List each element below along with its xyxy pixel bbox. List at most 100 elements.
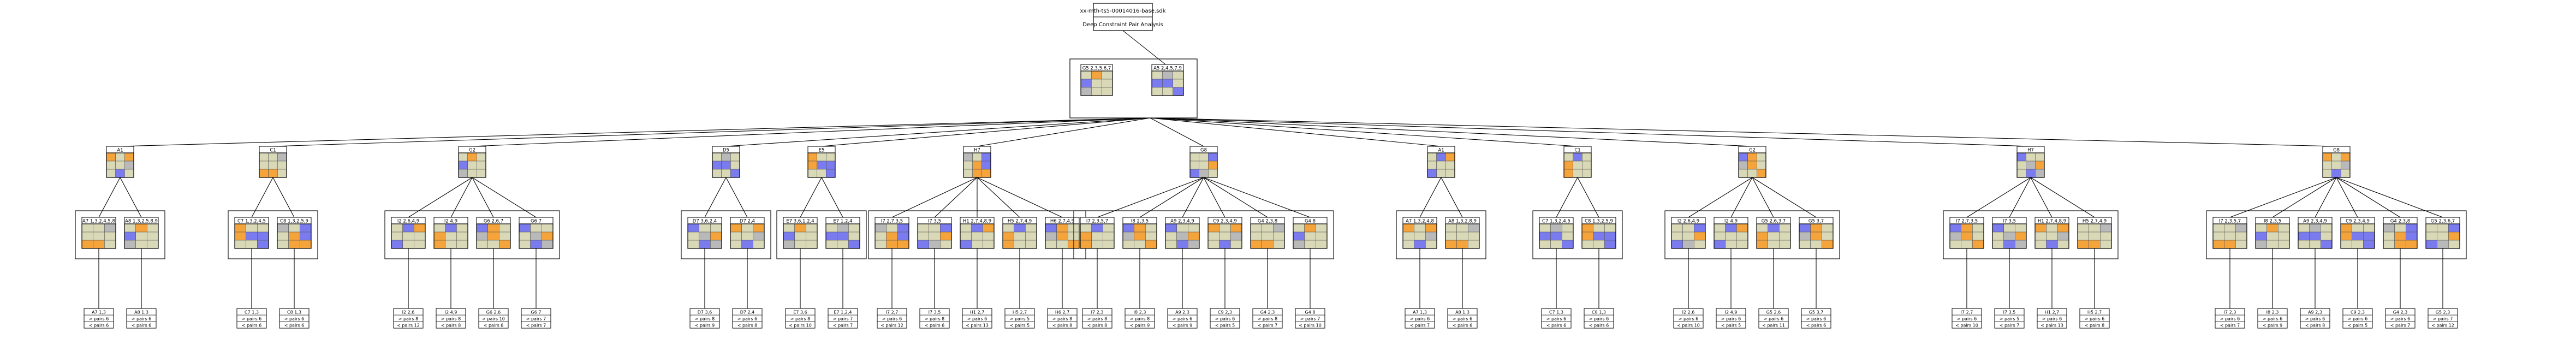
node-label: A7 1,3: [92, 310, 106, 315]
grid-cell: [1593, 240, 1605, 249]
grid-cell: [699, 232, 711, 241]
grid-cell: [391, 232, 403, 241]
grid-cell: [1151, 79, 1163, 88]
candidate-grid: [1714, 223, 1748, 249]
grid-cell: [1230, 240, 1242, 249]
grid-cell: [1562, 232, 1574, 241]
grid-cell: [1539, 223, 1551, 233]
grid-cell: [1456, 240, 1468, 249]
grid-cell: [2089, 232, 2101, 241]
sub-node: I2 2,6,4,9: [391, 217, 426, 249]
node-label: > pairs 5: [2000, 317, 2020, 322]
node-label: H7: [2027, 148, 2034, 153]
node-label: > pairs 6: [1546, 317, 1567, 322]
branch-node: D5: [712, 146, 740, 178]
grid-cell: [963, 161, 973, 170]
grid-border: [1756, 223, 1791, 249]
leaf-node: A9 2,3> pairs 6< pairs 8: [2300, 308, 2330, 329]
leaf-box: [1125, 308, 1155, 329]
node-label: G4 2,3,8: [2390, 219, 2410, 224]
grid-cell: [300, 240, 312, 249]
node-label: H6 2,7,4,9: [1050, 219, 1074, 224]
grid-cell: [1102, 79, 1113, 88]
grid-cell: [2322, 161, 2332, 170]
grid-border: [2212, 223, 2247, 249]
grid-cell: [1445, 240, 1457, 249]
grid-cell: [699, 223, 711, 233]
node-label: E7 3,6: [793, 310, 807, 315]
grid-cell: [104, 240, 116, 249]
grid-cell: [1262, 223, 1274, 233]
grid-cell: [710, 240, 722, 249]
grid-cell: [246, 232, 258, 241]
grid-cell: [1014, 232, 1026, 241]
node-label: C7 1,3: [245, 310, 259, 315]
leaf-box: [877, 308, 907, 329]
sub-node: G6 7: [519, 217, 554, 249]
grid-cell: [1103, 240, 1115, 249]
grid-cell: [487, 223, 499, 233]
grid-border: [1714, 223, 1748, 249]
root-node-1: G5 2,3,5,6,7: [1080, 64, 1113, 96]
grid-cell: [277, 240, 289, 249]
grid-cell: [2035, 161, 2045, 170]
node-label: G4 8: [1305, 219, 1316, 224]
candidate-grid: [1402, 223, 1437, 249]
grid-cell: [2425, 223, 2437, 233]
node-label: D7 2,4: [740, 219, 755, 224]
grid-cell: [1273, 240, 1285, 249]
grid-cell: [147, 232, 159, 241]
tree-edge: [120, 177, 142, 218]
grid-cell: [93, 240, 105, 249]
grid-cell: [259, 161, 269, 170]
node-label: < pairs 8: [1052, 323, 1073, 328]
sub-node: I8 2,3,5: [1122, 217, 1157, 249]
candidate-grid: [124, 223, 159, 249]
sub-node: H5 2,7,4,9: [1002, 217, 1037, 249]
grid-cell: [2034, 240, 2046, 249]
sub-cluster: [75, 210, 165, 259]
node-label: H7: [974, 148, 980, 153]
tree-edge: [977, 177, 1063, 218]
candidate-grid: [1799, 223, 1834, 249]
node-label: G6 2,6: [486, 310, 501, 315]
grid-cell: [2340, 232, 2352, 241]
sub-node: I7 3,5: [917, 217, 952, 249]
grid-cell: [2321, 223, 2333, 233]
node-label: G4 2,3: [1260, 310, 1275, 315]
tree-edge: [1150, 117, 1578, 147]
leaf-node: I8 2,3> pairs 8< pairs 9: [1125, 308, 1155, 329]
grid-cell: [1725, 232, 1737, 241]
grid-cell: [1134, 240, 1146, 249]
candidate-grid: [2255, 223, 2290, 249]
grid-cell: [837, 240, 849, 249]
sub-cluster: [1943, 210, 2119, 259]
grid-cell: [1694, 223, 1706, 233]
node-label: < pairs 13: [2040, 323, 2063, 328]
grid-cell: [257, 223, 269, 233]
grid-cell: [1188, 223, 1200, 233]
grid-cell: [687, 240, 699, 249]
grid-cell: [1014, 240, 1026, 249]
node-label: E7 1,2,4: [834, 310, 852, 315]
node-label: < pairs 9: [1173, 323, 1193, 328]
grid-cell: [115, 169, 125, 178]
grid-cell: [1779, 232, 1791, 241]
grid-cell: [1972, 240, 1984, 249]
grid-cell: [519, 223, 531, 233]
grid-cell: [971, 223, 983, 233]
node-label: C8 1,3: [1592, 310, 1606, 315]
grid-cell: [1757, 161, 1766, 170]
grid-cell: [277, 152, 287, 162]
grid-cell: [730, 169, 740, 178]
node-label: > pairs 7: [833, 317, 853, 322]
tree-edge: [2336, 177, 2443, 218]
node-label: C9 2,3,4,9: [2346, 219, 2370, 224]
node-label: G5 3,7: [1809, 310, 1824, 315]
leaf-box: [919, 308, 950, 329]
grid-cell: [1738, 152, 1748, 162]
candidate-grid: [825, 223, 860, 249]
leaf-box: [2215, 308, 2245, 329]
grid-cell: [1756, 232, 1768, 241]
leaf-node: G4 8> pairs 7< pairs 10: [1295, 308, 1325, 329]
